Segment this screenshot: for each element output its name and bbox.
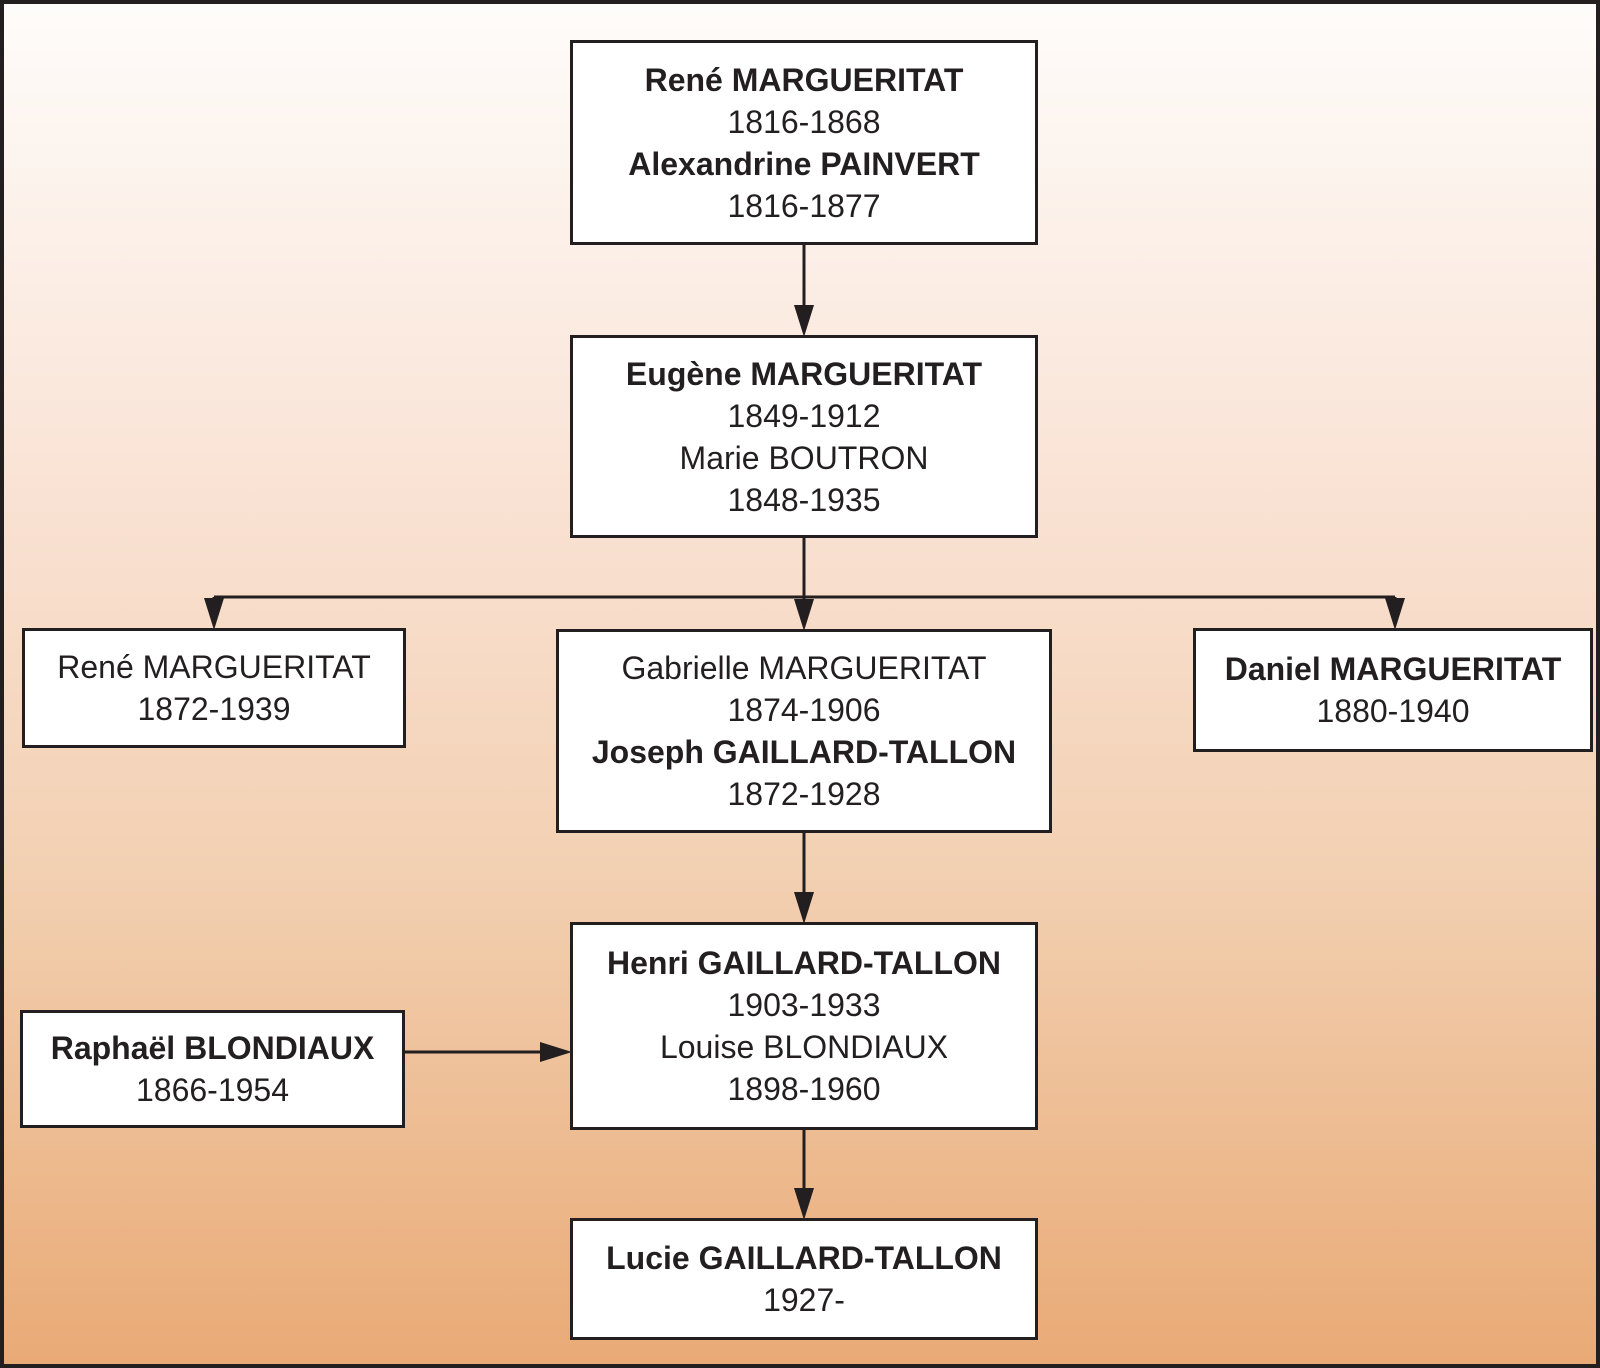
arrowhead-rene-child <box>204 598 224 630</box>
arrowhead-eugene <box>794 305 814 337</box>
couple-henri-louise: Henri GAILLARD-TALLON 1903-1933 Louise B… <box>570 922 1038 1130</box>
person-years: 1848-1935 <box>727 481 881 518</box>
person-name-henri-gaillard-tallon: Henri GAILLARD-TALLON <box>606 945 1002 981</box>
person-years: 1872-1939 <box>137 691 291 727</box>
person-years: 1816-1877 <box>727 187 881 224</box>
person-years: 1872-1928 <box>727 776 881 812</box>
person-years: 1874-1906 <box>727 692 881 728</box>
person-years: 1880-1940 <box>1316 693 1470 729</box>
arrowhead-daniel <box>1385 598 1405 630</box>
person-name-marie-boutron: Marie BOUTRON <box>679 439 929 476</box>
person-name-alexandrine-painvert: Alexandrine PAINVERT <box>628 145 980 182</box>
person-daniel-margueritat: Daniel MARGUERITAT 1880-1940 <box>1193 628 1593 752</box>
person-raphael-blondiaux: Raphaël BLONDIAUX 1866-1954 <box>20 1010 405 1128</box>
arrowhead-gabrielle <box>794 599 814 631</box>
arrowhead-henri <box>794 892 814 924</box>
couple-gabrielle-joseph: Gabrielle MARGUERITAT 1874-1906 Joseph G… <box>556 629 1052 833</box>
person-name-lucie-gaillard-tallon: Lucie GAILLARD-TALLON <box>606 1240 1002 1276</box>
person-name-daniel-margueritat: Daniel MARGUERITAT <box>1224 651 1562 687</box>
person-name-joseph-gaillard-tallon: Joseph GAILLARD-TALLON <box>591 734 1017 770</box>
person-lucie-gaillard-tallon: Lucie GAILLARD-TALLON 1927- <box>570 1218 1038 1340</box>
person-name-raphael-blondiaux: Raphaël BLONDIAUX <box>50 1030 375 1066</box>
person-years: 1927- <box>763 1282 845 1318</box>
person-years: 1866-1954 <box>135 1072 290 1108</box>
person-years: 1849-1912 <box>727 397 881 434</box>
person-years: 1898-1960 <box>727 1071 881 1107</box>
person-rene-margueritat-child: René MARGUERITAT 1872-1939 <box>22 628 406 748</box>
connector-lines <box>204 244 1405 1220</box>
person-name-louise-blondiaux: Louise BLONDIAUX <box>659 1029 949 1065</box>
person-name-rene-margueritat: René MARGUERITAT <box>57 649 371 685</box>
person-years: 1903-1933 <box>727 987 881 1023</box>
person-name-rene-margueritat: René MARGUERITAT <box>644 61 964 98</box>
arrowhead-raphael-to-henri <box>540 1042 572 1062</box>
arrowhead-lucie <box>794 1188 814 1220</box>
person-name-eugene-margueritat: Eugène MARGUERITAT <box>625 355 983 392</box>
person-name-gabrielle-margueritat: Gabrielle MARGUERITAT <box>621 650 987 686</box>
couple-eugene-marie: Eugène MARGUERITAT 1849-1912 Marie BOUTR… <box>570 335 1038 538</box>
couple-rene-alexandrine: René MARGUERITAT 1816-1868 Alexandrine P… <box>570 40 1038 245</box>
person-years: 1816-1868 <box>727 103 881 140</box>
